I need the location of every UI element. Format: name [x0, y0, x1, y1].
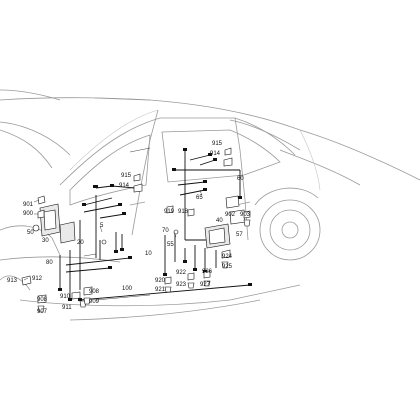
callout-912: 912 [32, 276, 43, 282]
callout-20: 20 [77, 240, 84, 246]
callout-919: 919 [164, 209, 175, 215]
callout-923: 923 [176, 282, 187, 288]
callout-925: 925 [222, 264, 233, 270]
callout-30: 30 [42, 238, 49, 244]
rear-door-harness [164, 150, 241, 275]
sill-harness [78, 283, 252, 301]
callout-903: 903 [240, 212, 251, 218]
callout-926: 926 [202, 269, 213, 275]
front-door-connectors [58, 184, 132, 301]
callout-902: 902 [225, 212, 236, 218]
callout-55: 55 [167, 242, 174, 248]
callout-908: 908 [37, 297, 48, 303]
callout-921: 921 [155, 287, 166, 293]
callout-915-rear: 915 [212, 141, 223, 147]
callout-65: 65 [196, 195, 203, 201]
callout-914-rear: 914 [210, 151, 221, 157]
callout-909: 909 [89, 299, 100, 305]
callout-907: 907 [37, 309, 48, 315]
callout-915-front: 915 [121, 173, 132, 179]
callout-100: 100 [122, 286, 133, 292]
callout-70: 70 [162, 228, 169, 234]
callout-927: 927 [200, 282, 211, 288]
control-units [39, 195, 246, 249]
small-components [21, 147, 251, 313]
rear-door-connectors [163, 148, 242, 276]
callout-918: 918 [178, 209, 189, 215]
callout-910: 910 [60, 294, 71, 300]
callout-901: 901 [23, 202, 34, 208]
callout-57: 57 [236, 232, 243, 238]
callout-922: 922 [176, 270, 187, 276]
callout-920: 920 [155, 278, 166, 284]
callout-913: 913 [7, 278, 18, 284]
callout-914-front: 914 [119, 183, 130, 189]
callout-50: 50 [27, 230, 34, 236]
callout-911: 911 [62, 305, 72, 311]
callout-labels: 901 900 50 30 20 80 913 912 908 907 910 … [7, 141, 251, 315]
callout-40: 40 [216, 218, 223, 224]
callout-10: 10 [145, 251, 152, 257]
callout-5: 5 [100, 223, 104, 229]
callout-924: 924 [222, 254, 233, 260]
callout-900: 900 [23, 211, 34, 217]
callout-80: 80 [46, 260, 53, 266]
front-door-harness [59, 185, 136, 300]
leader-lines [23, 147, 241, 301]
callout-908-rear: 908 [89, 289, 100, 295]
callout-60: 60 [237, 176, 244, 182]
